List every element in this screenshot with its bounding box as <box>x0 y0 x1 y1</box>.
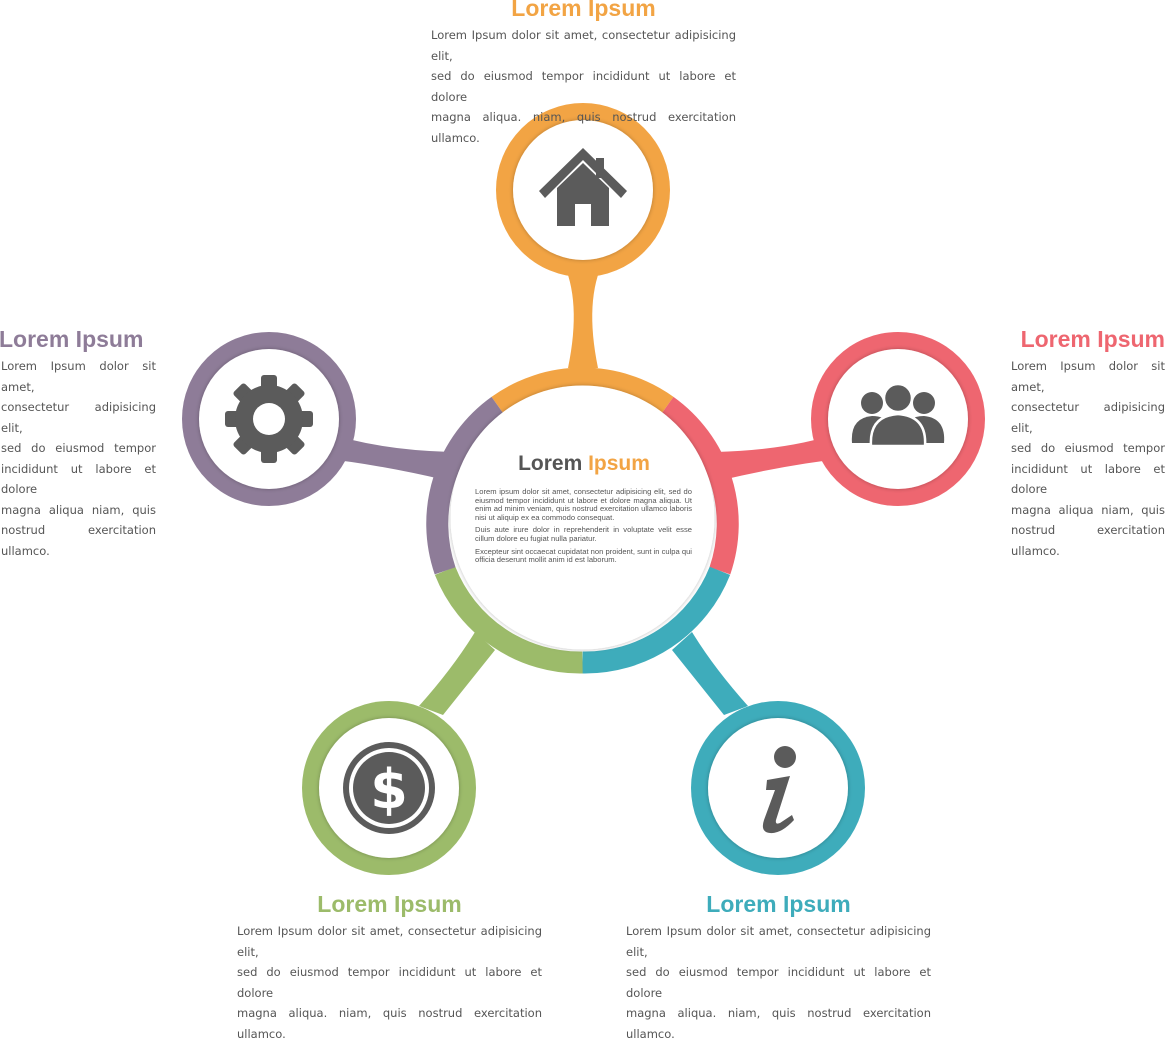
ring-segment-teal <box>582 566 731 674</box>
bottom-left-description: Lorem Ipsum dolor sit amet, consectetur … <box>237 921 542 1044</box>
bottom-right-line: Lorem Ipsum dolor sit amet, consectetur … <box>626 924 931 959</box>
connector-bottom-left <box>419 632 495 715</box>
left-description: Lorem Ipsum dolor sit amet, consectetur … <box>1 356 156 561</box>
left-text-block: Lorem Ipsum Lorem Ipsum dolor sit amet, … <box>0 326 156 561</box>
bottom-left-line: Lorem Ipsum dolor sit amet, consectetur … <box>237 924 542 959</box>
connector-top <box>562 260 604 368</box>
bottom-right-title: Lorem Ipsum <box>706 891 851 917</box>
top-description: Lorem Ipsum dolor sit amet, consectetur … <box>431 25 736 148</box>
bottom-left-line: sed do eiusmod tempor incididunt ut labo… <box>237 965 542 1000</box>
center-title: Lorem Ipsum <box>440 452 728 476</box>
left-line: nostrud exercitation ullamco. <box>1 523 156 558</box>
right-line: Lorem Ipsum dolor sit amet, <box>1011 359 1165 394</box>
connector-bottom-right <box>672 632 748 715</box>
center-title-part1: Lorem <box>518 452 583 475</box>
bottom-right-description: Lorem Ipsum dolor sit amet, consectetur … <box>626 921 931 1044</box>
top-line: sed do eiusmod tempor incididunt ut labo… <box>431 69 736 104</box>
right-title: Lorem Ipsum <box>1020 326 1165 352</box>
right-line: incididunt ut labore et dolore <box>1011 461 1165 497</box>
top-line: Lorem Ipsum dolor sit amet, consectetur … <box>431 28 736 63</box>
dollar-coin-icon: $ <box>343 742 435 834</box>
left-line: sed do eiusmod tempor <box>1 441 156 455</box>
bottom-right-line: sed do eiusmod tempor incididunt ut labo… <box>626 965 931 1000</box>
bottom-left-title: Lorem Ipsum <box>317 891 462 917</box>
svg-text:$: $ <box>370 758 408 821</box>
center-paragraph-1: Lorem ipsum dolor sit amet, consectetur … <box>475 487 692 522</box>
ring-segment-orange <box>491 367 674 415</box>
bottom-right-line: magna aliqua. niam, quis nostrud exercit… <box>626 1006 931 1041</box>
ring-segment-green <box>434 566 583 674</box>
bottom-left-text-block: Lorem Ipsum Lorem Ipsum dolor sit amet, … <box>237 891 542 1044</box>
top-line: magna aliqua. niam, quis nostrud exercit… <box>431 110 736 145</box>
gear-icon <box>225 375 313 463</box>
left-line: magna aliqua niam, quis <box>1 502 156 517</box>
center-paragraph-2: Duis aute irure dolor in reprehenderit i… <box>475 525 692 543</box>
left-line: Lorem Ipsum dolor sit amet, <box>1 359 156 394</box>
central-circle <box>450 385 715 650</box>
left-line: incididunt ut labore et dolore <box>1 461 156 497</box>
circular-diagram: $ <box>182 103 985 875</box>
right-line: consectetur adipisicing elit, <box>1011 400 1165 435</box>
center-body: Lorem ipsum dolor sit amet, consectetur … <box>475 487 692 569</box>
left-line: consectetur adipisicing elit, <box>1 400 156 435</box>
central-ring <box>426 367 739 674</box>
ring-segment-red <box>660 396 739 575</box>
top-title: Lorem Ipsum <box>511 0 656 21</box>
bottom-right-text-block: Lorem Ipsum Lorem Ipsum dolor sit amet, … <box>626 891 931 1044</box>
left-title: Lorem Ipsum <box>0 326 144 352</box>
top-text-block: Lorem Ipsum Lorem Ipsum dolor sit amet, … <box>431 0 736 148</box>
center-paragraph-3: Excepteur sint occaecat cupidatat non pr… <box>475 546 692 565</box>
people-icon <box>851 382 945 448</box>
center-title-part2: Ipsum <box>588 452 650 475</box>
right-line: magna aliqua niam, quis <box>1011 502 1165 517</box>
right-text-block: Lorem Ipsum Lorem Ipsum dolor sit amet, … <box>1011 326 1165 561</box>
ring-segment-purple <box>426 396 505 575</box>
info-icon <box>762 746 796 834</box>
right-line: nostrud exercitation ullamco. <box>1011 523 1165 558</box>
right-line: sed do eiusmod tempor <box>1011 441 1165 455</box>
house-icon <box>539 148 627 226</box>
bottom-left-line: magna aliqua. niam, quis nostrud exercit… <box>237 1006 542 1041</box>
right-description: Lorem Ipsum dolor sit amet, consectetur … <box>1011 356 1165 561</box>
